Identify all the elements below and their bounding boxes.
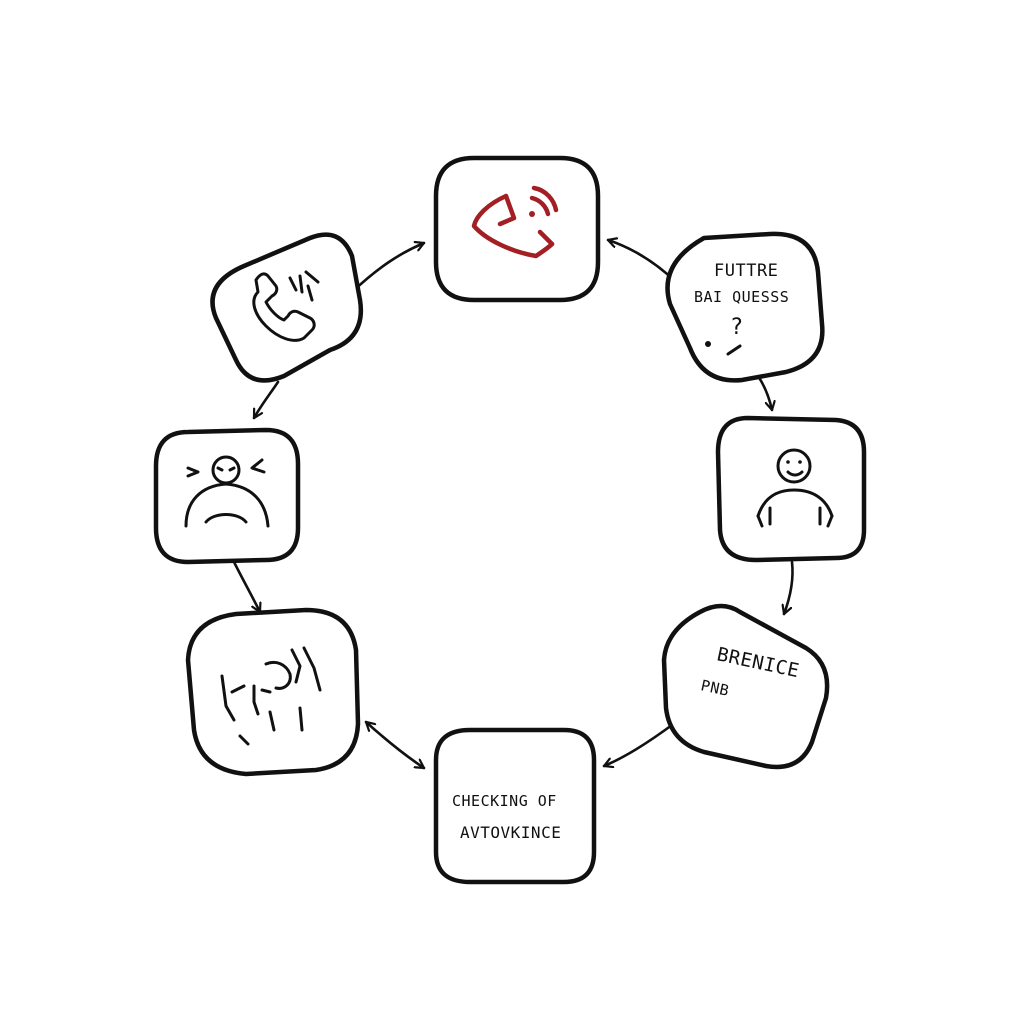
smiling-person-icon: [756, 448, 834, 528]
node-lower-left-distressed-person: [185, 607, 361, 777]
node-mid-left-frustrated-person: [153, 427, 301, 565]
node-upper-right-text: FUTTRE BAI QUESSS ?: [665, 231, 825, 383]
arrow-lower-right-to-bottom: [602, 720, 678, 766]
distressed-person-icon: [220, 646, 322, 746]
ringing-phone-icon: [252, 270, 320, 342]
bottom-line-1: CHECKING OF: [452, 792, 557, 810]
node-bottom-text: CHECKING OF AVTOVKINCE: [433, 727, 597, 885]
arrow-mid-right-to-lower-right: [784, 560, 794, 616]
upper-right-line-1: FUTTRE: [714, 261, 778, 281]
missed-call-phone-icon: [471, 185, 559, 259]
arrow-mid-left-to-lower-left: [232, 560, 260, 614]
question-mark-icon: [705, 341, 742, 356]
lower-right-line-2: PNB: [699, 676, 731, 700]
arrow-upper-left-to-top: [350, 243, 426, 294]
arrow-lower-left-bottom-double: [364, 720, 426, 770]
upper-right-question-mark: ?: [730, 315, 744, 340]
node-upper-left-ringing-phone: [210, 232, 364, 383]
bottom-line-2: AVTOVKINCE: [460, 823, 561, 842]
upper-right-line-2: BAI QUESSS: [694, 288, 789, 306]
arrow-upper-right-to-top: [606, 240, 678, 284]
node-top-missed-call: [433, 155, 601, 303]
node-lower-right-text: BRENICE PNB: [661, 603, 830, 770]
node-mid-right-smiling-person: [715, 415, 867, 563]
frustrated-person-icon: [184, 455, 270, 528]
arrow-upper-left-to-mid-left: [252, 380, 280, 420]
